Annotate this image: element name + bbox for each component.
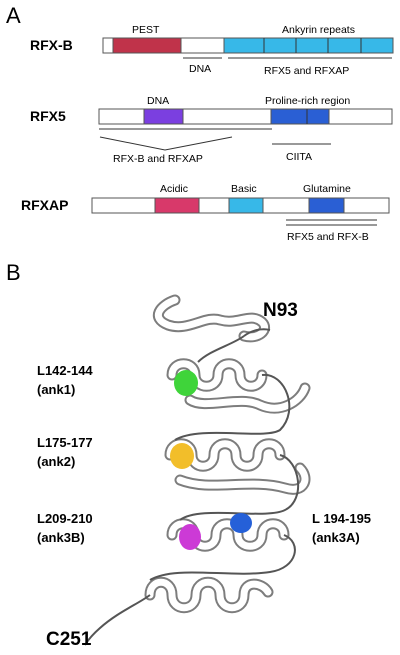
rfx5-proline-domain	[270, 108, 330, 125]
ank3b-residue-highlight	[179, 524, 201, 550]
rfxap-basic-label: Basic	[231, 183, 257, 195]
rfx5-dna-label: DNA	[147, 95, 169, 107]
panel-a-label: A	[6, 3, 21, 28]
rfxap-glutamine-label: Glutamine	[303, 183, 351, 195]
rfxb-name: RFX-B	[30, 37, 73, 53]
rfx5-binds-label: RFX-B and RFXAP	[113, 153, 203, 165]
ank1-residue-highlight	[174, 370, 198, 396]
ankyrin-ribbon-structure	[84, 294, 311, 646]
ank3a-label-residues: L 194-195	[312, 511, 371, 526]
rfx5-proline-label: Proline-rich region	[265, 95, 350, 107]
rfxb-pest-domain	[112, 37, 182, 54]
ank1-label-residues: L142-144	[37, 363, 93, 378]
rfxap-binds-label: RFX5 and RFX-B	[287, 231, 369, 243]
rfxap-basic-domain	[228, 197, 264, 214]
rfxb-ankyrin-domain	[223, 37, 394, 54]
ank2-label-residues: L175-177	[37, 435, 93, 450]
rfxb-binds-label: RFX5 and RFXAP	[264, 65, 349, 77]
rfxap-name: RFXAP	[21, 197, 68, 213]
ank3a-residue-highlight	[230, 513, 252, 533]
ank3b-label-repeat: (ank3B)	[37, 530, 85, 545]
rfxap-acidic-label: Acidic	[160, 183, 188, 195]
ank1-label-repeat: (ank1)	[37, 382, 75, 397]
rfx5-ciita-label: CIITA	[286, 151, 312, 163]
rfxb-dna-label: DNA	[189, 63, 211, 75]
ank3b-label-residues: L209-210	[37, 511, 93, 526]
panel-b-label: B	[6, 260, 21, 285]
rfxap-acidic-domain	[154, 197, 200, 214]
ank3a-label-repeat: (ank3A)	[312, 530, 360, 545]
c-terminus-label: C251	[46, 629, 92, 650]
ank2-residue-highlight	[170, 443, 194, 469]
rfx5-dna-domain	[143, 108, 184, 125]
rfxb-pest-label: PEST	[132, 24, 160, 36]
rfx5-name: RFX5	[30, 108, 66, 124]
n-terminus-label: N93	[263, 300, 298, 321]
rfxb-ankyrin-label: Ankyrin repeats	[282, 24, 355, 36]
rfxap-glutamine-domain	[308, 197, 345, 214]
rfx5-binds-connector	[99, 136, 233, 151]
ank2-label-repeat: (ank2)	[37, 454, 75, 469]
rfx5-bar	[98, 108, 393, 125]
